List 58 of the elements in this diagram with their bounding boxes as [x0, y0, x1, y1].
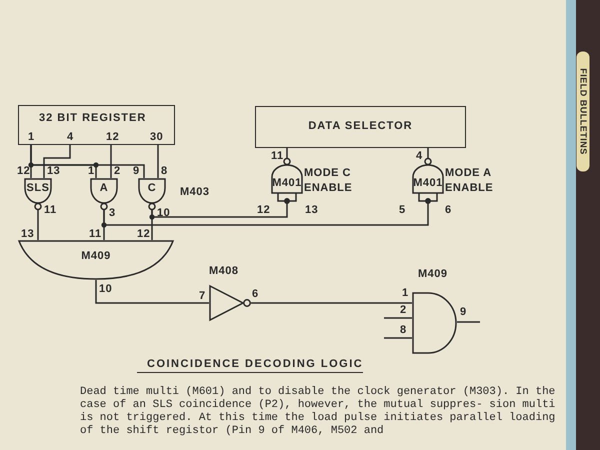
gate-label: C	[146, 182, 158, 195]
gate-label: M401	[271, 177, 303, 190]
wire	[43, 145, 71, 178]
gate-label: A	[98, 182, 110, 195]
pin-number: 10	[157, 207, 170, 220]
pin-number: 9	[133, 165, 140, 178]
pin-number: 11	[44, 204, 57, 217]
pin-number: 2	[114, 165, 121, 178]
wire	[427, 148, 429, 158]
pin-number: 1	[402, 287, 409, 300]
pin-number: 9	[460, 306, 467, 319]
pin-number: 2	[400, 304, 407, 317]
diagram-caption: COINCIDENCE DECODING LOGIC	[137, 358, 364, 373]
pin-number: 12	[137, 228, 150, 241]
pin-number: 30	[150, 131, 164, 144]
wire	[110, 145, 112, 178]
pin-number: 12	[17, 165, 30, 178]
pin-number: 5	[399, 204, 406, 217]
body-paragraph: Dead time multi (M601) and to disable the clock generator (M303). In the case of an SLS coincidence (P2), however, the mutual suppres- sion multi is not triggered. At this time the load pulse initiates parallel loading of the shift registor (Pin 9 of M406, M502 and	[80, 386, 556, 438]
wire	[457, 321, 480, 323]
wire	[37, 210, 39, 240]
gate-caption: MODE A ENABLE	[445, 166, 494, 196]
wire	[251, 302, 412, 304]
pin-number: 4	[67, 131, 74, 144]
wire	[384, 337, 412, 339]
wire	[157, 145, 159, 178]
gate-caption: MODE C ENABLE	[304, 166, 354, 196]
wire	[384, 317, 412, 319]
part-number: M403	[180, 186, 210, 199]
pin-number: 4	[416, 150, 423, 163]
pin-number: 13	[47, 165, 60, 178]
pin-number: 3	[109, 207, 116, 220]
part-number: M408	[209, 265, 239, 278]
pin-number: 1	[28, 131, 35, 144]
wire	[95, 280, 209, 304]
tab-label: FIELD BULLETINS	[576, 52, 590, 172]
pin-number: 10	[99, 283, 112, 296]
pin-number: 7	[199, 290, 206, 303]
pin-number: 6	[445, 204, 452, 217]
wire	[30, 145, 145, 178]
pin-number: 8	[400, 324, 407, 337]
gate-label: SLS	[26, 182, 50, 195]
pin-number: 13	[305, 204, 318, 217]
wire	[286, 148, 288, 158]
pin-number: 12	[257, 204, 270, 217]
gate-label: M401	[412, 177, 444, 190]
selector-box: DATA SELECTOR	[255, 106, 466, 148]
wire	[103, 202, 429, 226]
pin-number: 8	[161, 165, 168, 178]
pin-number: 11	[271, 150, 284, 163]
pin-number: 1	[88, 165, 95, 178]
pin-number: 12	[106, 131, 120, 144]
gate-label: M409	[80, 250, 112, 263]
part-number: M409	[418, 268, 448, 281]
wire	[151, 202, 288, 218]
pin-number: 11	[89, 228, 102, 241]
pin-number: 13	[21, 228, 34, 241]
pin-number: 6	[252, 288, 259, 301]
